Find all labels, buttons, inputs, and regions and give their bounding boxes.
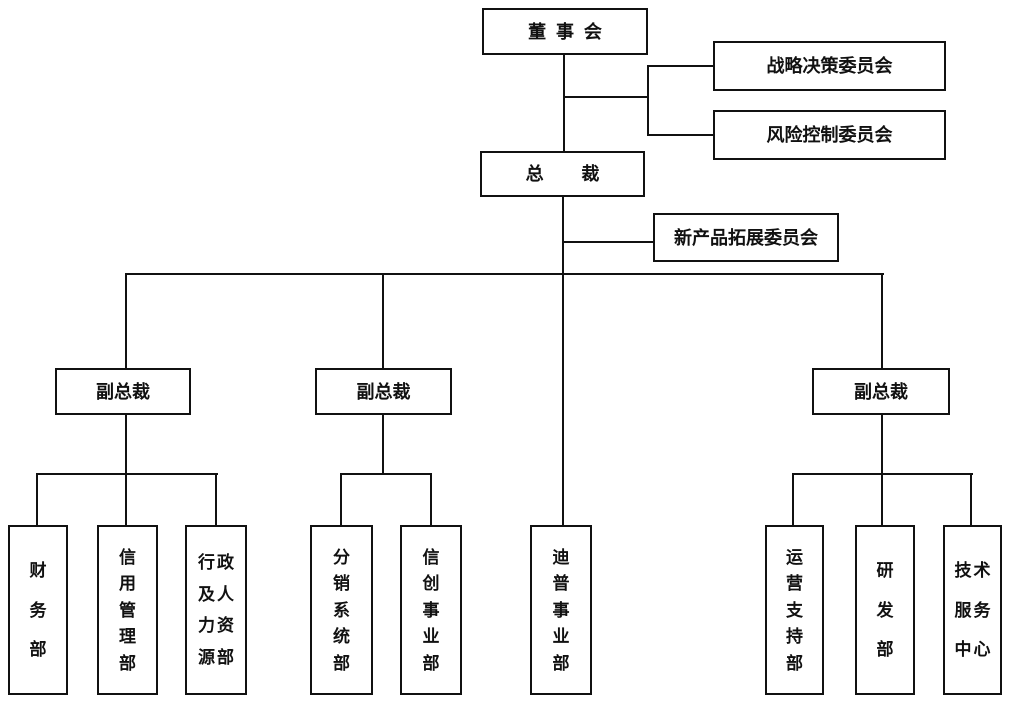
dept-label-line: 部	[118, 653, 139, 673]
dept-label-line: 业	[422, 627, 442, 646]
dept-label-line: 信	[422, 547, 442, 567]
node-strategic-decision-committee: 战略决策委员会	[713, 41, 946, 91]
connector-vp1-down	[125, 415, 127, 475]
dept-label-line: 用	[118, 574, 139, 593]
dept-label-line: 源部	[197, 648, 237, 668]
node-dept-finance: 财务部	[8, 525, 68, 695]
node-label: 风险控制委员会	[766, 125, 893, 145]
dept-label-line: 部	[29, 640, 49, 660]
connector-committee-spine	[647, 65, 649, 136]
dept-label-line: 部	[876, 640, 896, 660]
dept-label-line: 财	[29, 560, 49, 580]
dept-label-line: 事	[422, 600, 442, 620]
connector-vp1-to-finance	[36, 473, 38, 525]
connector-board-president	[563, 55, 565, 152]
node-dept-xinchuang-business: 信创事业部	[400, 525, 462, 695]
connector-vp1-bus	[36, 473, 218, 475]
node-dept-credit-management: 信用管理部	[97, 525, 158, 695]
node-president: 总裁	[480, 151, 645, 197]
dept-label-line: 运	[785, 547, 806, 567]
dept-label-line: 研	[876, 560, 896, 580]
dept-label-line: 部	[422, 653, 442, 673]
dept-label-line: 事	[552, 600, 572, 620]
connector-trunk-to-committee-spine	[563, 96, 649, 98]
node-label: 副总裁	[96, 381, 150, 402]
node-dept-dipu-business: 迪普事业部	[530, 525, 592, 695]
connector-vp1-to-credit	[125, 473, 127, 525]
node-dept-operations-support: 运营支持部	[765, 525, 824, 695]
connector-vp2-down	[382, 415, 384, 475]
node-dept-distribution-system: 分销系统部	[310, 525, 373, 695]
node-dept-research-development: 研发部	[855, 525, 915, 695]
node-vice-president-3: 副总裁	[812, 368, 950, 415]
connector-bus-to-vp1	[125, 273, 127, 368]
node-label: 总裁	[525, 164, 638, 184]
connector-vp2-bus	[340, 473, 432, 475]
dept-label-line: 技术	[954, 560, 993, 580]
node-new-product-committee: 新产品拓展委员会	[653, 213, 839, 262]
node-vice-president-1: 副总裁	[55, 368, 191, 415]
dept-label-line: 信	[118, 547, 139, 567]
dept-label-line: 力资	[197, 616, 237, 636]
dept-label-line: 营	[785, 574, 806, 593]
node-risk-control-committee: 风险控制委员会	[713, 110, 946, 160]
connector-to-strategic-committee	[647, 65, 713, 67]
connector-vp3-to-rnd	[881, 473, 883, 525]
connector-vp3-down	[881, 415, 883, 475]
dept-label-line: 创	[422, 574, 442, 593]
node-board-of-directors: 董事会	[482, 8, 648, 55]
dept-label-line: 统	[332, 627, 353, 646]
dept-label-line: 部	[332, 653, 353, 673]
dept-label-line: 理	[118, 627, 139, 646]
node-label: 新产品拓展委员会	[674, 227, 818, 248]
dept-label-line: 部	[785, 653, 806, 673]
dept-label-line: 及人	[197, 584, 237, 604]
node-dept-technical-service-center: 技术服务中心	[943, 525, 1002, 695]
dept-label-line: 发	[876, 600, 896, 620]
dept-label-line: 行政	[197, 552, 237, 572]
node-label: 副总裁	[854, 381, 908, 402]
dept-label-line: 业	[552, 627, 572, 646]
dept-label-line: 支	[785, 600, 806, 620]
node-vice-president-2: 副总裁	[315, 368, 452, 415]
connector-to-new-product-committee	[562, 241, 653, 243]
connector-main-bus	[126, 273, 884, 275]
dept-label-line: 管	[118, 600, 139, 620]
connector-vp1-to-admin-hr	[215, 473, 217, 525]
node-label: 战略决策委员会	[766, 56, 893, 76]
connector-to-risk-committee	[647, 134, 713, 136]
dept-label-line: 部	[552, 653, 572, 673]
dept-label-line: 系	[332, 600, 353, 620]
dept-label-line: 务	[29, 600, 49, 620]
node-label: 董事会	[528, 21, 612, 42]
dept-label-line: 普	[552, 574, 572, 593]
node-label: 副总裁	[356, 381, 411, 402]
dept-label-line: 迪	[552, 547, 572, 567]
dept-label-line: 服务	[954, 600, 993, 620]
node-dept-admin-hr: 行政及人力资源部	[185, 525, 247, 695]
dept-label-line: 中心	[954, 640, 993, 660]
connector-vp2-to-distribution	[340, 473, 342, 525]
dept-label-line: 持	[785, 627, 806, 646]
connector-vp2-to-xinchuang	[430, 473, 432, 525]
connector-vp3-to-ops	[792, 473, 794, 525]
connector-president-trunk	[562, 197, 564, 525]
dept-label-line: 销	[332, 574, 353, 593]
connector-bus-to-vp3	[881, 273, 883, 368]
dept-label-line: 分	[332, 547, 353, 567]
connector-bus-to-vp2	[382, 273, 384, 368]
connector-vp3-to-tech-center	[970, 473, 972, 525]
